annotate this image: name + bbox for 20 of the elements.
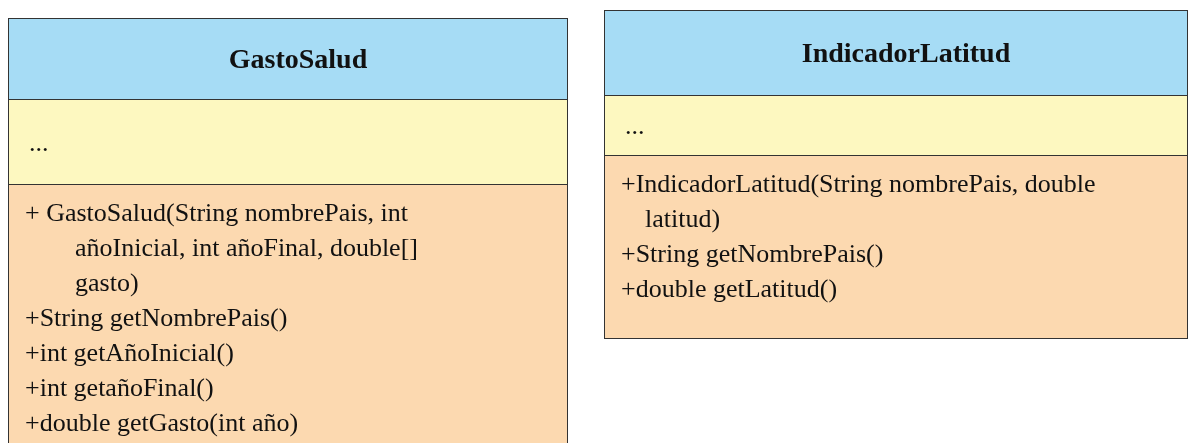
class-box xyxy=(8,18,568,443)
attributes-compartment xyxy=(9,100,567,185)
class-name-compartment xyxy=(605,11,1187,96)
methods-compartment xyxy=(9,185,567,443)
method-signature: +String getNombrePais() xyxy=(25,302,289,334)
method-signature: +double getGasto(int año) xyxy=(25,407,300,439)
class-name: IndicadorLatitud xyxy=(801,37,1011,69)
method-signature: +double getLatitud() xyxy=(621,273,839,305)
class-box xyxy=(604,10,1188,339)
method-signature: +int getAñoInicial() xyxy=(25,337,235,369)
method-signature: + GastoSalud(String nombrePais, int añoInicial, int añoFinal, double[] gasto) xyxy=(25,197,419,299)
attribute-text: ... xyxy=(625,110,645,142)
attributes-compartment xyxy=(605,96,1187,156)
class-name-compartment xyxy=(9,19,567,100)
methods-compartment xyxy=(605,156,1187,338)
method-signature: +String getNombrePais() xyxy=(621,238,885,270)
method-signature: +IndicadorLatitud(String nombrePais, double latitud) xyxy=(621,168,1097,235)
method-signature: +int getañoFinal() xyxy=(25,372,215,404)
class-name: GastoSalud xyxy=(228,43,368,75)
attribute-text: ... xyxy=(29,126,49,159)
